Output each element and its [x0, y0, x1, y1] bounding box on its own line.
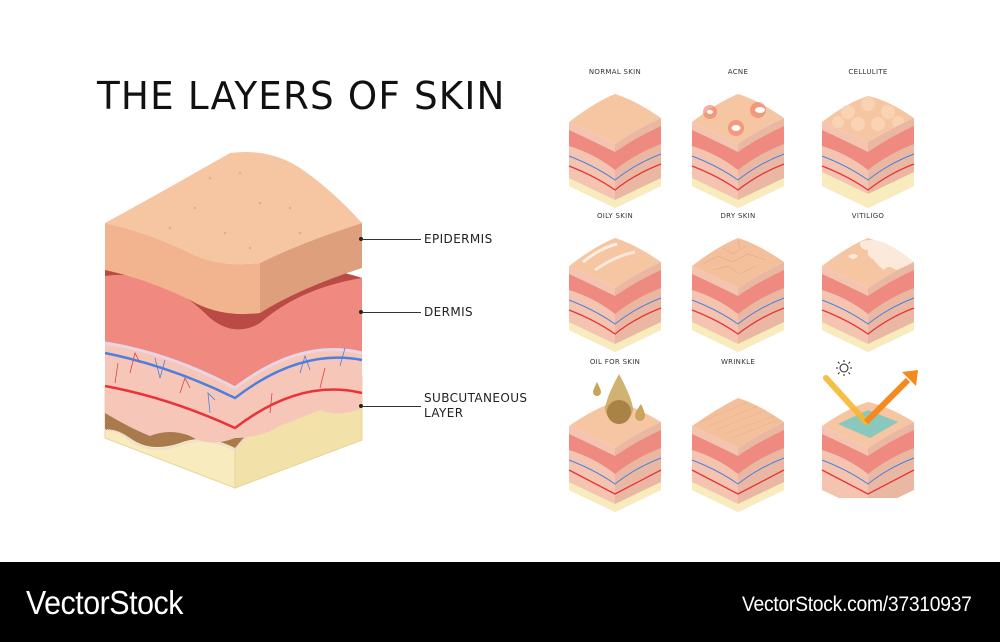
- dermis-leader-line: [361, 312, 421, 313]
- oil-drop-cube-icon: [568, 374, 662, 512]
- subcutaneous-leader-line: [361, 406, 421, 407]
- illustration-canvas: THE LAYERS OF SKIN: [97, 68, 928, 512]
- label-subcutaneous-line1: SUBCUTANEOUS: [424, 391, 528, 405]
- epidermis-leader-line: [361, 239, 421, 240]
- wrinkle-cube-icon: [691, 398, 785, 512]
- label-dermis: DERMIS: [424, 305, 474, 319]
- tile-cellulite: CELLULITE: [808, 68, 928, 208]
- tile-label: NORMAL SKIN: [588, 68, 642, 76]
- vitiligo-cube-icon: [821, 238, 915, 352]
- acne-cube-icon: [691, 94, 785, 208]
- tile-acne: ACNE: [678, 68, 798, 208]
- tile-normal-skin: NORMAL SKIN: [555, 68, 675, 208]
- skin-layers-diagram: [104, 152, 363, 489]
- tile-oily-skin: OILY SKIN: [555, 212, 675, 352]
- epidermis-layer-illustration: [105, 152, 362, 315]
- page-title: THE LAYERS OF SKIN: [97, 74, 506, 118]
- label-epidermis: EPIDERMIS: [424, 232, 493, 246]
- tile-label: VITILIGO: [851, 212, 885, 220]
- tile-oil-for-skin: OIL FOR SKIN: [555, 358, 675, 512]
- normal-skin-cube-icon: [568, 94, 662, 208]
- vectorstock-image-url: VectorStock.com/37310937: [742, 593, 972, 616]
- tile-label: DRY SKIN: [720, 212, 756, 220]
- tile-dry-skin: DRY SKIN: [678, 212, 798, 352]
- tile-label: ACNE: [727, 68, 749, 76]
- tile-label: OIL FOR SKIN: [589, 358, 641, 366]
- tile-wrinkle: WRINKLE: [678, 358, 798, 512]
- tile-vitiligo: VITILIGO: [808, 212, 928, 352]
- watermark-footer: VectorStock VectorStock.com/37310937: [0, 562, 1000, 642]
- tile-label: OILY SKIN: [596, 212, 634, 220]
- cellulite-cube-icon: [821, 96, 915, 208]
- oily-skin-cube-icon: [568, 238, 662, 352]
- vectorstock-logo: VectorStock: [26, 584, 183, 621]
- tile-label: CELLULITE: [848, 68, 888, 76]
- sun-icon: [836, 360, 852, 376]
- tile-sun-protection: [808, 358, 928, 498]
- label-subcutaneous: SUBCUTANEOUS LAYER: [424, 391, 527, 421]
- sun-protection-cube-icon: [821, 360, 918, 498]
- label-subcutaneous-line2: LAYER: [424, 406, 464, 420]
- dry-skin-cube-icon: [691, 238, 785, 352]
- tile-label: WRINKLE: [720, 358, 756, 366]
